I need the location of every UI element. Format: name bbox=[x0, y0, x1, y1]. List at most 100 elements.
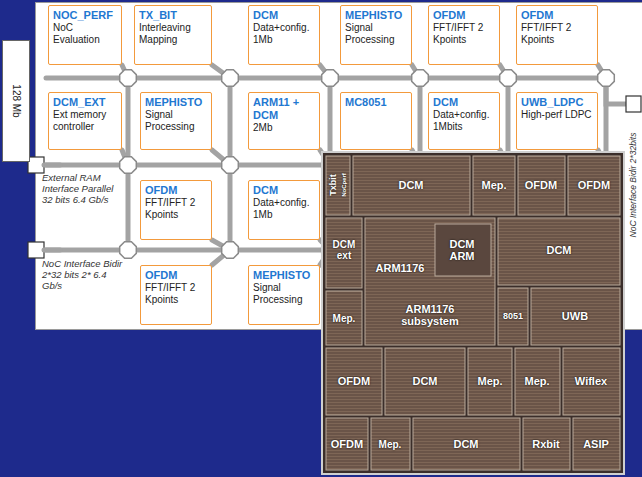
die-block-label: 8051 bbox=[503, 311, 523, 321]
block-name: MEPHISTO bbox=[145, 96, 207, 109]
die-block-label: ARM1176 subsystem bbox=[388, 303, 472, 327]
block-name: ARM11 + DCM bbox=[253, 96, 315, 122]
die-block-label: Mep. bbox=[481, 179, 506, 191]
ip-block: DCMData+config. 1Mb bbox=[248, 5, 320, 65]
block-name: DCM bbox=[253, 184, 315, 197]
die-block-label: DCM bbox=[412, 375, 437, 387]
die-block bbox=[435, 224, 491, 276]
die-block bbox=[523, 418, 570, 470]
die-block bbox=[568, 156, 620, 215]
die-block bbox=[326, 291, 362, 345]
block-description: Signal Processing bbox=[253, 282, 315, 306]
die-block-label: DCM ext bbox=[327, 239, 361, 261]
block-description: FFT/IFFT 2 Kpoints bbox=[145, 282, 207, 306]
ip-block: DCM_EXTExt memory controller bbox=[48, 92, 122, 150]
die-block bbox=[498, 218, 620, 285]
noc-router bbox=[598, 70, 615, 87]
die-block bbox=[531, 288, 620, 345]
block-name: MEPHISTO bbox=[253, 269, 315, 282]
ip-block: MEPHISTOSignal Processing bbox=[248, 265, 320, 325]
block-description: NoC Evaluation bbox=[53, 22, 117, 46]
block-description: Data+config. 1Mb bbox=[253, 22, 315, 46]
block-name: OFDM bbox=[145, 269, 207, 282]
die-block-label: OFDM bbox=[525, 179, 557, 191]
ip-block: UWB_LDPCHigh-perf LDPC bbox=[516, 92, 598, 150]
ip-block: NOC_PERFNoC Evaluation bbox=[48, 5, 122, 65]
ip-block: DCMData+config. 1Mbits bbox=[428, 92, 500, 150]
ip-block: TX_BITInterleaving Mapping bbox=[134, 5, 212, 65]
block-description: FFT/IFFT 2 Kpoints bbox=[433, 22, 495, 46]
noc-router bbox=[120, 70, 137, 87]
block-name: TX_BIT bbox=[139, 9, 207, 22]
ip-block: ARM11 + DCM2Mb bbox=[248, 92, 320, 150]
die-block bbox=[371, 418, 410, 470]
die-block-label: OFDM bbox=[578, 179, 610, 191]
noc-router bbox=[322, 70, 339, 87]
die-block-label: Mep. bbox=[333, 313, 356, 324]
die-block-label: DCM bbox=[546, 244, 571, 256]
die-block-label: DCM ARM bbox=[440, 238, 484, 262]
noc-link bbox=[46, 248, 330, 253]
noc-router bbox=[222, 157, 239, 174]
die-block-label: ARM1176 bbox=[376, 262, 425, 274]
interface-note: External RAM Interface Parallel 32 bits … bbox=[42, 172, 118, 205]
block-name: UWB_LDPC bbox=[521, 96, 593, 109]
ip-block: MEPHISTOSignal Processing bbox=[340, 5, 412, 65]
noc-router bbox=[222, 70, 239, 87]
die-block-label: Mep. bbox=[379, 439, 402, 450]
die-block-label: Mep. bbox=[524, 375, 549, 387]
block-description: High-perf LDPC bbox=[521, 109, 593, 121]
die-block-label: NoCperf bbox=[341, 173, 348, 197]
ip-block: MC8051 bbox=[340, 92, 412, 150]
die-block bbox=[385, 348, 465, 415]
die-block-label: OFDM bbox=[331, 438, 363, 450]
die-block bbox=[326, 418, 368, 470]
memory-block: 128 Mb bbox=[2, 40, 30, 162]
die-block bbox=[468, 348, 512, 415]
ip-block: OFDMFFT/IFFT 2 Kpoints bbox=[516, 5, 598, 65]
block-name: OFDM bbox=[433, 9, 495, 22]
block-description: FFT/IFFT 2 Kpoints bbox=[521, 22, 593, 46]
noc-router bbox=[120, 157, 137, 174]
die-block-label: Txbit bbox=[328, 174, 338, 196]
die-block-label: OFDM bbox=[338, 375, 370, 387]
ip-block: DCMData+config. 1Mb bbox=[248, 180, 320, 240]
block-description: 2Mb bbox=[253, 122, 315, 134]
die-block bbox=[326, 218, 362, 288]
die-block bbox=[326, 348, 382, 415]
block-name: DCM bbox=[253, 9, 315, 22]
ip-block: OFDMFFT/IFFT 2 Kpoints bbox=[428, 5, 500, 65]
block-name: OFDM bbox=[521, 9, 593, 22]
block-description: Data+config. 1Mbits bbox=[433, 109, 495, 133]
noc-router bbox=[120, 242, 137, 259]
die-block bbox=[563, 348, 620, 415]
die-block bbox=[515, 348, 560, 415]
die-block bbox=[518, 156, 565, 215]
die-block-label: Mep. bbox=[477, 375, 502, 387]
block-name: OFDM bbox=[145, 184, 207, 197]
die-block-label: UWB bbox=[562, 310, 588, 322]
die-block-label: Wiflex bbox=[575, 375, 607, 387]
ip-block: OFDMFFT/IFFT 2 Kpoints bbox=[140, 265, 212, 325]
die-block bbox=[413, 418, 520, 470]
block-description: Interleaving Mapping bbox=[139, 22, 207, 46]
block-name: NOC_PERF bbox=[53, 9, 117, 22]
interface-note: NoC Interface Bidir 2*32 bits 2* 6.4 Gb/… bbox=[42, 258, 124, 291]
die-block bbox=[326, 156, 350, 215]
interface-note: NoC Interface Bidir 2*32bits bbox=[629, 133, 639, 238]
ip-block: OFDMFFT/IFFT 2 Kpoints bbox=[140, 180, 212, 240]
block-description: Ext memory controller bbox=[53, 109, 117, 133]
die-outline bbox=[322, 152, 624, 474]
block-description: Signal Processing bbox=[345, 22, 407, 46]
ip-block: MEPHISTOSignal Processing bbox=[140, 92, 212, 150]
die-block bbox=[473, 156, 515, 215]
memory-size: 128 Mb bbox=[11, 84, 22, 117]
noc-link bbox=[44, 163, 60, 168]
block-description: Data+config. 1Mb bbox=[253, 197, 315, 221]
block-description: Signal Processing bbox=[145, 109, 207, 133]
block-name: DCM_EXT bbox=[53, 96, 117, 109]
die-block bbox=[573, 418, 620, 470]
noc-link bbox=[44, 248, 60, 253]
